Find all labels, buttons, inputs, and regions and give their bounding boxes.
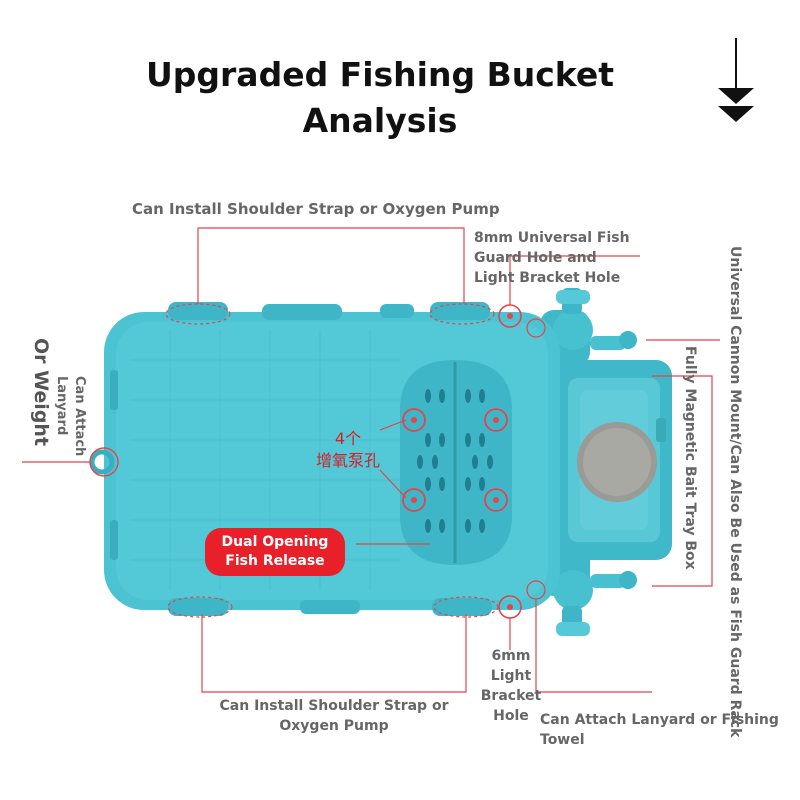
label-light-hole-line-3: Bracket bbox=[480, 688, 542, 704]
label-lanyard-attach-line-2: Lanyard bbox=[54, 376, 69, 436]
label-lanyard-attach: Can Attach Lanyard bbox=[52, 376, 88, 456]
title-line-2: Analysis bbox=[302, 101, 458, 140]
label-guard-hole-line-1: 8mm Universal Fish bbox=[474, 230, 630, 246]
label-pump-holes: 4个 增氧泵孔 bbox=[308, 428, 388, 472]
label-light-hole-line-1: 6mm bbox=[491, 648, 531, 664]
label-cannon-mount: Universal Cannon Mount/Can Also Be Used … bbox=[727, 246, 743, 738]
label-bait-tray: Fully Magnetic Bait Tray Box bbox=[682, 346, 698, 570]
label-towel: Can Attach Lanyard or Fishing Towel bbox=[540, 710, 779, 750]
label-top-strap: Can Install Shoulder Strap or Oxygen Pum… bbox=[132, 200, 500, 218]
label-guard-hole-line-2: Guard Hole and bbox=[474, 250, 597, 266]
label-light-hole: 6mm Light Bracket Hole bbox=[476, 646, 546, 726]
label-light-hole-line-4: Hole bbox=[493, 708, 529, 724]
label-light-hole-line-2: Light bbox=[490, 668, 532, 684]
title-line-1: Upgraded Fishing Bucket bbox=[145, 55, 615, 94]
page-title: Upgraded Fishing Bucket Analysis bbox=[0, 52, 760, 144]
label-guard-hole: 8mm Universal Fish Guard Hole and Light … bbox=[474, 228, 630, 288]
down-arrow-icon bbox=[718, 38, 754, 122]
label-lanyard-weight: Or Weight bbox=[30, 338, 52, 447]
label-towel-line-2: Towel bbox=[540, 732, 585, 748]
annotation-lines bbox=[22, 227, 720, 693]
label-pump-holes-line-1: 4个 bbox=[334, 429, 362, 448]
label-towel-line-1: Can Attach Lanyard or Fishing bbox=[540, 712, 779, 728]
fish-release-lid bbox=[400, 360, 512, 565]
label-bottom-strap-line-1: Can Install Shoulder Strap or bbox=[219, 698, 449, 714]
bait-tray-box bbox=[552, 360, 672, 560]
label-pump-holes-line-2: 增氧泵孔 bbox=[315, 451, 380, 470]
label-fish-release-line-1: Dual Opening bbox=[221, 534, 329, 550]
label-bottom-strap: Can Install Shoulder Strap or Oxygen Pum… bbox=[200, 696, 468, 736]
label-lanyard-attach-line-1: Can Attach bbox=[72, 376, 87, 457]
label-fish-release: Dual Opening Fish Release bbox=[205, 528, 345, 576]
label-bottom-strap-line-2: Oxygen Pump bbox=[279, 718, 389, 734]
label-fish-release-line-2: Fish Release bbox=[225, 553, 325, 569]
label-guard-hole-line-3: Light Bracket Hole bbox=[474, 270, 621, 286]
